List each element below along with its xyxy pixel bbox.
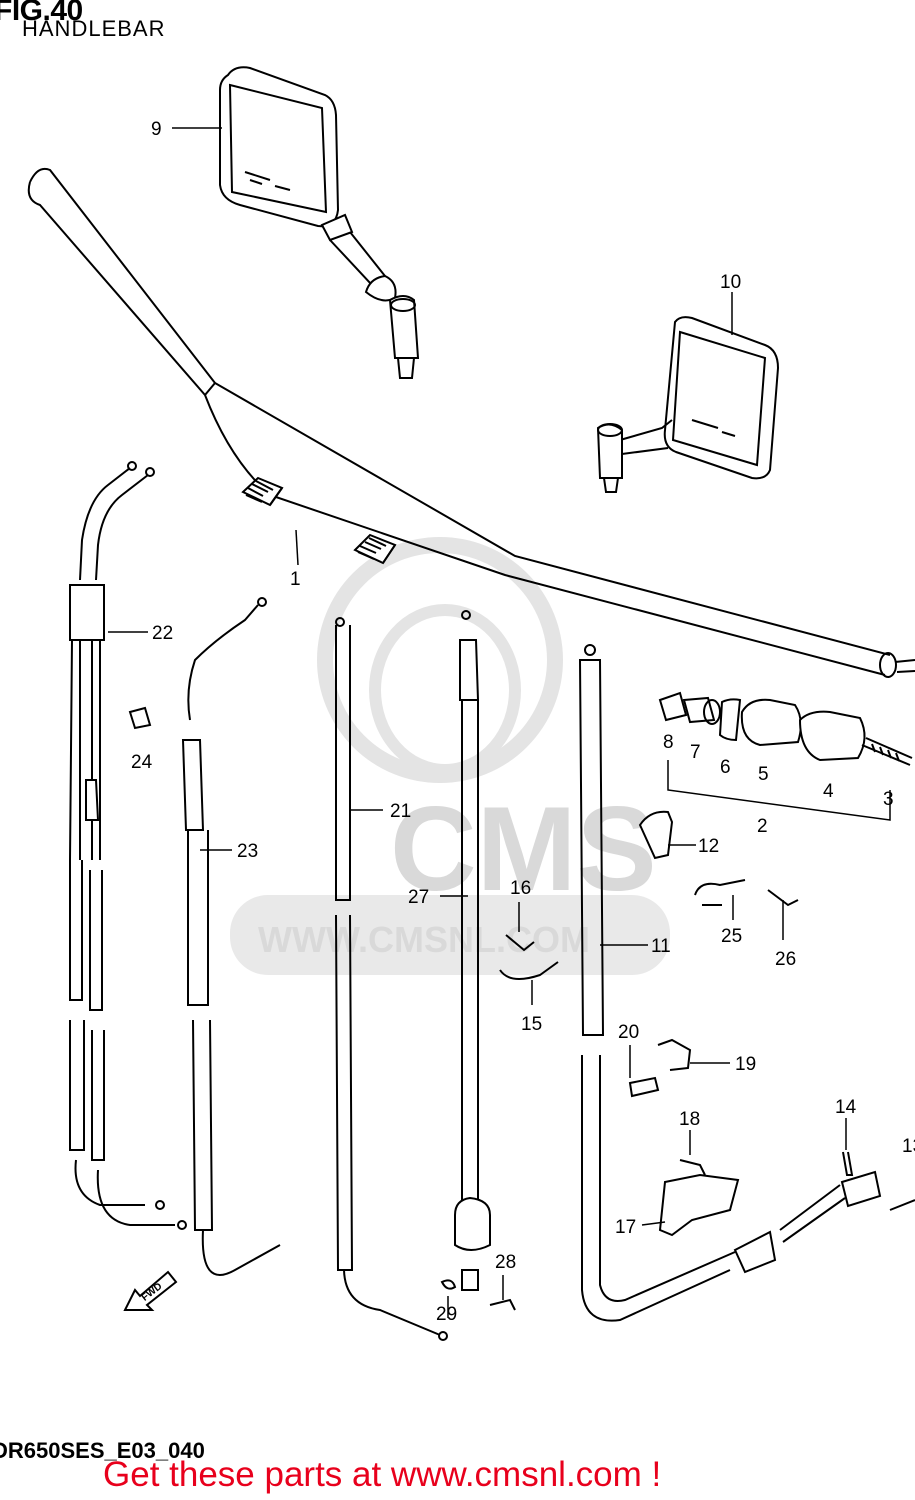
watermark-url: WWW.CMSNL.COM [258, 919, 590, 960]
watermark-badge [230, 895, 670, 975]
leader-lines [108, 127, 847, 1318]
callout-17: 17 [615, 1217, 636, 1238]
handlebar-knurl-left [241, 476, 284, 507]
callout-3: 3 [883, 789, 894, 810]
callout-5: 5 [758, 764, 769, 785]
callout-12: 12 [698, 836, 719, 857]
callout-16: 16 [510, 878, 531, 899]
cable-27-part [454, 610, 491, 1291]
watermark-logo: CMS [390, 782, 657, 916]
callout-22: 22 [152, 623, 173, 644]
throttle-cables-part [69, 461, 187, 1230]
callout-28: 28 [495, 1252, 516, 1273]
callout-1: 1 [290, 569, 301, 590]
callout-29: 29 [436, 1304, 457, 1325]
callout-27: 27 [408, 887, 429, 908]
promo-banner[interactable]: Get these parts at www.cmsnl.com ! [103, 1455, 662, 1494]
figure-title: FIG.40 [0, 0, 83, 27]
cable-11-part [578, 644, 882, 1322]
mirror-right-part [596, 316, 780, 493]
callout-14: 14 [835, 1097, 857, 1118]
callout-8: 8 [663, 732, 674, 753]
callout-10: 10 [720, 272, 741, 293]
callout-2: 2 [757, 816, 768, 837]
callout-labels: 1 2 3 4 5 6 7 8 9 10 11 12 13 14 15 16 1… [131, 119, 915, 1325]
callout-20: 20 [618, 1022, 639, 1043]
callout-11: 11 [651, 936, 671, 957]
callout-21: 21 [390, 801, 411, 822]
callout-15: 15 [521, 1014, 542, 1035]
grip-assembly-part [658, 691, 913, 766]
callout-24: 24 [131, 752, 153, 773]
watermark-mascot-face [369, 604, 521, 776]
figure-subtitle: HANDLEBAR [22, 16, 166, 41]
cable-21-part [335, 617, 448, 1341]
grip-bracket-2 [667, 760, 891, 821]
callout-26: 26 [775, 949, 796, 970]
fwd-arrow: FWD [123, 1270, 178, 1311]
watermark: CMS WWW.CMSNL.COM [230, 537, 670, 975]
callout-23: 23 [237, 841, 258, 862]
callout-6: 6 [720, 757, 731, 778]
callout-19: 19 [735, 1054, 756, 1075]
callout-4: 4 [823, 781, 834, 802]
callout-9: 9 [151, 119, 162, 140]
cable-23-part [181, 597, 281, 1276]
small-parts [128, 706, 915, 1311]
mirror-left-part [219, 66, 420, 379]
callout-25: 25 [721, 926, 742, 947]
callout-13: 13 [902, 1136, 915, 1157]
callout-18: 18 [679, 1109, 700, 1130]
callout-7: 7 [690, 742, 701, 763]
drawing-code: DR650SES_E03_040 [0, 1438, 205, 1463]
handlebar-part [27, 167, 915, 678]
